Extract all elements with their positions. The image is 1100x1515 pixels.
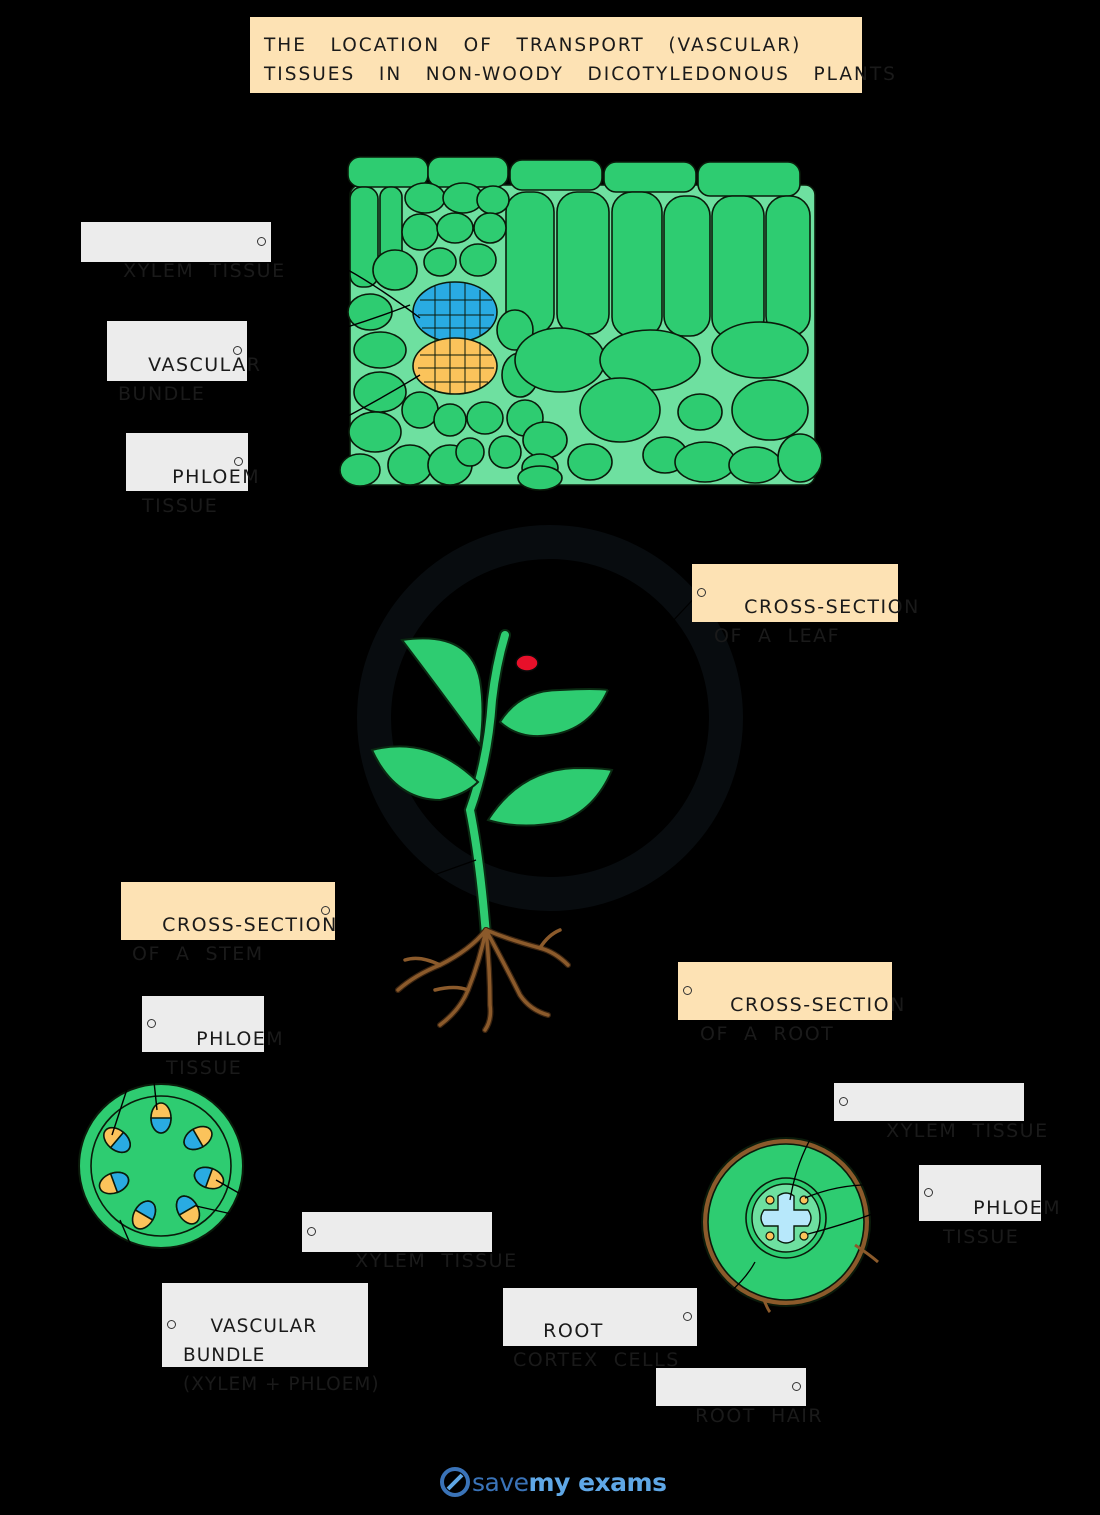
label-leaf-phloem-tissue: PHLOEM TISSUE: [126, 433, 259, 517]
root-pointer-lines: [696, 1101, 922, 1387]
label-text: CROSS-SECTION OF A LEAF: [714, 596, 920, 647]
plant-illustration: [335, 591, 701, 1033]
label-cross-section-stem: CROSS-SECTION OF A STEM: [121, 882, 336, 965]
label-stem-vascular-bundle: VASCULAR BUNDLE (XYLEM + PHLOEM): [162, 1283, 379, 1395]
label-text: PHLOEM TISSUE: [943, 1197, 1062, 1248]
label-stem-xylem-tissue: XYLEM TISSUE: [302, 1212, 516, 1272]
label-cross-section-root: CROSS-SECTION OF A ROOT: [678, 962, 904, 1045]
label-stem-phloem-tissue: PHLOEM TISSUE: [142, 996, 283, 1079]
logo-text-save: save: [472, 1467, 529, 1497]
tag-hole: [233, 346, 242, 355]
label-text: XYLEM TISSUE: [123, 260, 286, 282]
label-text: CROSS-SECTION OF A ROOT: [700, 994, 906, 1045]
label-root-xylem-tissue: XYLEM TISSUE: [834, 1083, 1047, 1142]
flower-bud: [515, 654, 539, 672]
logo-text-myexams: my exams: [528, 1467, 667, 1497]
label-leaf-vascular-bundle: VASCULAR BUNDLE: [107, 321, 260, 405]
tag-hole: [839, 1097, 848, 1106]
tag-hole: [167, 1320, 176, 1329]
label-text: XYLEM TISSUE: [886, 1120, 1049, 1142]
label-root-hair: ROOT HAIR: [656, 1368, 822, 1427]
title-line-2: TISSUES IN NON-WOODY DICOTYLEDONOUS PLAN…: [264, 64, 897, 85]
leaf-pointer-lines: [246, 239, 421, 463]
tag-hole: [683, 986, 692, 995]
title-line-1: THE LOCATION OF TRANSPORT (VASCULAR): [264, 35, 802, 56]
tag-hole: [697, 588, 706, 597]
tag-hole: [147, 1019, 156, 1028]
label-text: PHLOEM TISSUE: [166, 1028, 285, 1079]
stem-vascular-bundles: [98, 1102, 225, 1230]
label-text: ROOT HAIR: [695, 1405, 824, 1427]
root-cross-section: [696, 1101, 922, 1387]
leaf-xylem-cells: [412, 281, 498, 343]
label-root-cortex-cells: ROOT CORTEX CELLS: [503, 1288, 697, 1371]
leaf-phloem-cell-walls: [418, 338, 494, 394]
brand-logo: save my exams: [438, 1462, 667, 1502]
label-text: CROSS-SECTION OF A STEM: [132, 914, 338, 965]
label-text: VASCULAR BUNDLE: [118, 354, 262, 405]
label-text: XYLEM TISSUE: [355, 1250, 518, 1272]
plant-pointer-lines: [335, 591, 701, 991]
leaf-phloem-cells: [412, 337, 498, 395]
tag-hole: [307, 1227, 316, 1236]
root-hair-strand: [854, 1243, 879, 1264]
tag-hole: [234, 457, 243, 466]
tag-hole: [257, 237, 266, 246]
root-xylem-cross: [760, 1192, 812, 1244]
label-text: VASCULAR BUNDLE (XYLEM + PHLOEM): [183, 1316, 380, 1395]
logo-icon: [440, 1467, 470, 1497]
leaf-cross-section: [246, 156, 823, 491]
plant-roots-fill: [396, 928, 570, 1032]
label-text: ROOT CORTEX CELLS: [513, 1320, 680, 1371]
tag-hole: [924, 1188, 933, 1197]
stem-cross-section: [78, 1024, 306, 1328]
lower-epidermis: [517, 465, 563, 491]
tag-hole: [321, 906, 330, 915]
leaf-xylem-cell-walls: [418, 283, 494, 340]
label-text: PHLOEM TISSUE: [142, 466, 261, 517]
watermark-ring: [357, 525, 743, 911]
spongy-mesophyll: [514, 321, 823, 484]
label-leaf-xylem-tissue: XYLEM TISSUE: [81, 222, 284, 282]
label-root-phloem-tissue: PHLOEM TISSUE: [919, 1165, 1060, 1248]
label-cross-section-leaf: CROSS-SECTION OF A LEAF: [692, 564, 918, 647]
root-phloem-cells: [765, 1195, 809, 1241]
palisade-cells: [349, 186, 811, 339]
tag-hole: [683, 1312, 692, 1321]
title-box: THE LOCATION OF TRANSPORT (VASCULAR) TIS…: [250, 17, 895, 93]
tag-hole: [792, 1382, 801, 1391]
plant-leaves: [370, 637, 614, 827]
